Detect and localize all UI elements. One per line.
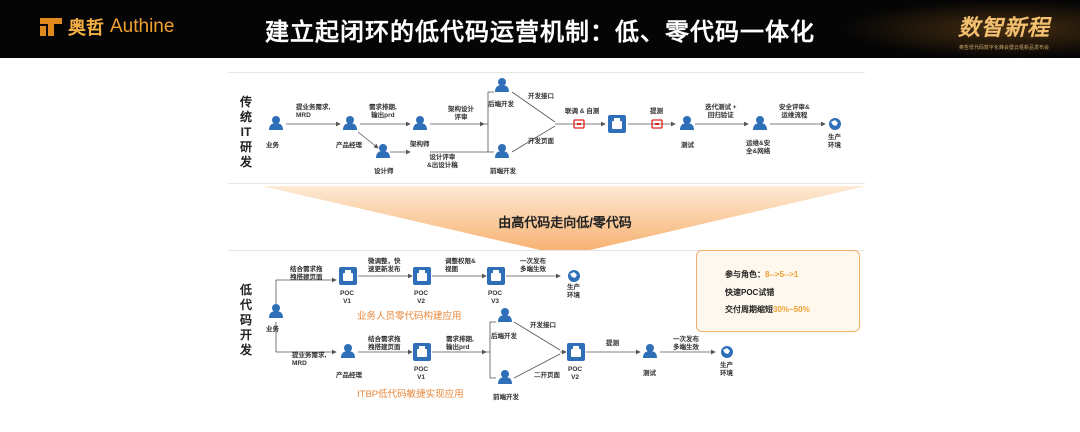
bottom-release2-label: 一次发布 多端生效 [673, 336, 699, 351]
top-integrate-label: 联调 & 自测 [565, 108, 600, 115]
bottom-release-label: 一次发布 多端生效 [520, 258, 546, 273]
bottom-build2-label: 结合需求拖 拽搭建页面 [368, 336, 401, 351]
bottom-prod-globe-icon [568, 270, 580, 282]
bottom-backend-person-icon [498, 308, 512, 322]
poc-row: 快速POC试错 [725, 288, 775, 297]
top-arch-review-label: 架构设计 评审 [448, 106, 474, 121]
bottom-poc1-label: POC V1 [340, 290, 355, 305]
top-connectors [286, 91, 826, 155]
top-prod-globe-icon [829, 118, 841, 130]
top-qa-label: 测试 [681, 142, 694, 149]
event-title: 数智新程 [957, 15, 1050, 40]
top-architect-person-icon [413, 116, 427, 130]
top-build-box-icon [608, 115, 626, 133]
brand-en: Authine [110, 16, 175, 37]
bottom-req-label: 提业务需求, MRD [292, 352, 327, 367]
bottom-prod-label: 生产 环境 [567, 284, 580, 299]
top-req-label: 提业务需求, MRD [296, 104, 331, 119]
top-backend-label: 后端开发 [488, 101, 514, 108]
bottom-prod2-globe-icon [721, 346, 733, 358]
event-logo: 数智新程 奥哲低代码数字化峰会暨云枢新品发布会 [958, 10, 1050, 51]
top-pm-label: 产品经理 [336, 142, 362, 149]
event-subtitle: 奥哲低代码数字化峰会暨云枢新品发布会 [958, 45, 1049, 51]
bottom-connectors [275, 273, 716, 379]
bottom-pocb2-label: POC V2 [568, 366, 583, 381]
top-panel-bottom-border [228, 183, 865, 184]
top-sort-label: 需求排期, 输出prd [369, 104, 397, 119]
top-ops-person-icon [753, 116, 767, 130]
top-submit-label: 提测 [650, 108, 663, 115]
bottom-perm-label: 调整权限& 视图 [445, 258, 476, 273]
bottom-backend-label: 后端开发 [491, 333, 517, 340]
bottom-poc1-box-icon [339, 267, 357, 285]
bottom-pm-label: 产品经理 [336, 372, 362, 379]
bottom-api-label: 开发接口 [530, 322, 556, 329]
bottom-qa-label: 测试 [643, 370, 656, 377]
bottom-tweak-label: 微调整，快 速更新发布 [368, 258, 401, 273]
bottom-page-label: 二开页面 [534, 372, 560, 379]
benefits-box: 参与角色：8-->5-->1 快速POC试错 交付周期缩短30%~50% [696, 250, 860, 332]
bottom-submit-label: 提测 [606, 340, 619, 347]
roles-row: 参与角色：8-->5-->1 [725, 270, 799, 279]
top-biz-person-icon [269, 116, 283, 130]
low-code-caption: ITBP低代码敏捷实现应用 [357, 389, 464, 400]
authine-logo-icon [40, 16, 62, 38]
cycle-value: 30%~50% [773, 305, 810, 314]
top-prod-label: 生产 环境 [828, 134, 841, 149]
bottom-pocb1-label: POC V1 [414, 366, 429, 381]
bottom-frontend-person-icon [498, 370, 512, 384]
bottom-sort-label: 需求排期, 输出prd [446, 336, 474, 351]
transition-label: 由高代码走向低/零代码 [498, 215, 632, 230]
bottom-pocb1-box-icon [413, 343, 431, 361]
top-designer-person-icon [376, 144, 390, 158]
top-qa-person-icon [680, 116, 694, 130]
cycle-row: 交付周期缩短30%~50% [725, 305, 810, 314]
bottom-pm-person-icon [341, 344, 355, 358]
bottom-biz-label: 业务 [266, 326, 279, 333]
top-designer-label: 设计师 [374, 168, 394, 175]
bottom-poc2-box-icon [413, 267, 431, 285]
top-frontend-person-icon [495, 144, 509, 158]
top-frontend-label: 前端开发 [490, 168, 516, 175]
top-page-label: 开发页面 [528, 138, 554, 145]
brand-logo: 奥哲 Authine [40, 14, 174, 40]
bottom-pocb2-box-icon [567, 343, 585, 361]
zero-code-caption: 业务人员零代码构建应用 [357, 311, 462, 322]
bottom-panel-border [228, 250, 865, 251]
header-glow [840, 0, 1080, 58]
bottom-qa-person-icon [643, 344, 657, 358]
top-architect-label: 架构师 [410, 141, 430, 148]
top-biz-label: 业务 [266, 142, 279, 149]
roles-value: 8-->5-->1 [765, 270, 799, 279]
top-api-label: 开发接口 [528, 93, 554, 100]
brand-cn: 奥哲 [68, 18, 104, 38]
bottom-biz-person-icon [269, 304, 283, 318]
bottom-prod2-label: 生产 环境 [720, 362, 733, 377]
page-title: 建立起闭环的低代码运营机制：低、零代码一体化 [265, 19, 815, 46]
side-label-lowcode: 低代码开发 [239, 283, 252, 357]
top-pm-person-icon [343, 116, 357, 130]
bottom-frontend-label: 前端开发 [493, 394, 519, 401]
top-backend-person-icon [495, 78, 509, 92]
bottom-poc3-label: POC V3 [488, 290, 503, 305]
top-ops-label: 运维&安 全&网络 [746, 140, 771, 155]
transition-funnel [262, 186, 866, 250]
bottom-build1-label: 结合需求拖 拽搭建页面 [290, 266, 323, 281]
top-panel-border [228, 72, 865, 73]
top-sec-label: 安全评审& 运维流程 [779, 104, 810, 119]
bottom-poc2-label: POC V2 [414, 290, 429, 305]
bottom-poc3-box-icon [487, 267, 505, 285]
top-design-review-label: 设计评审 &出设计稿 [427, 154, 458, 169]
top-iterate-label: 迭代测试 + 回归验证 [705, 104, 737, 119]
header-bar: 奥哲 Authine 建立起闭环的低代码运营机制：低、零代码一体化 数智新程 奥… [0, 0, 1080, 58]
